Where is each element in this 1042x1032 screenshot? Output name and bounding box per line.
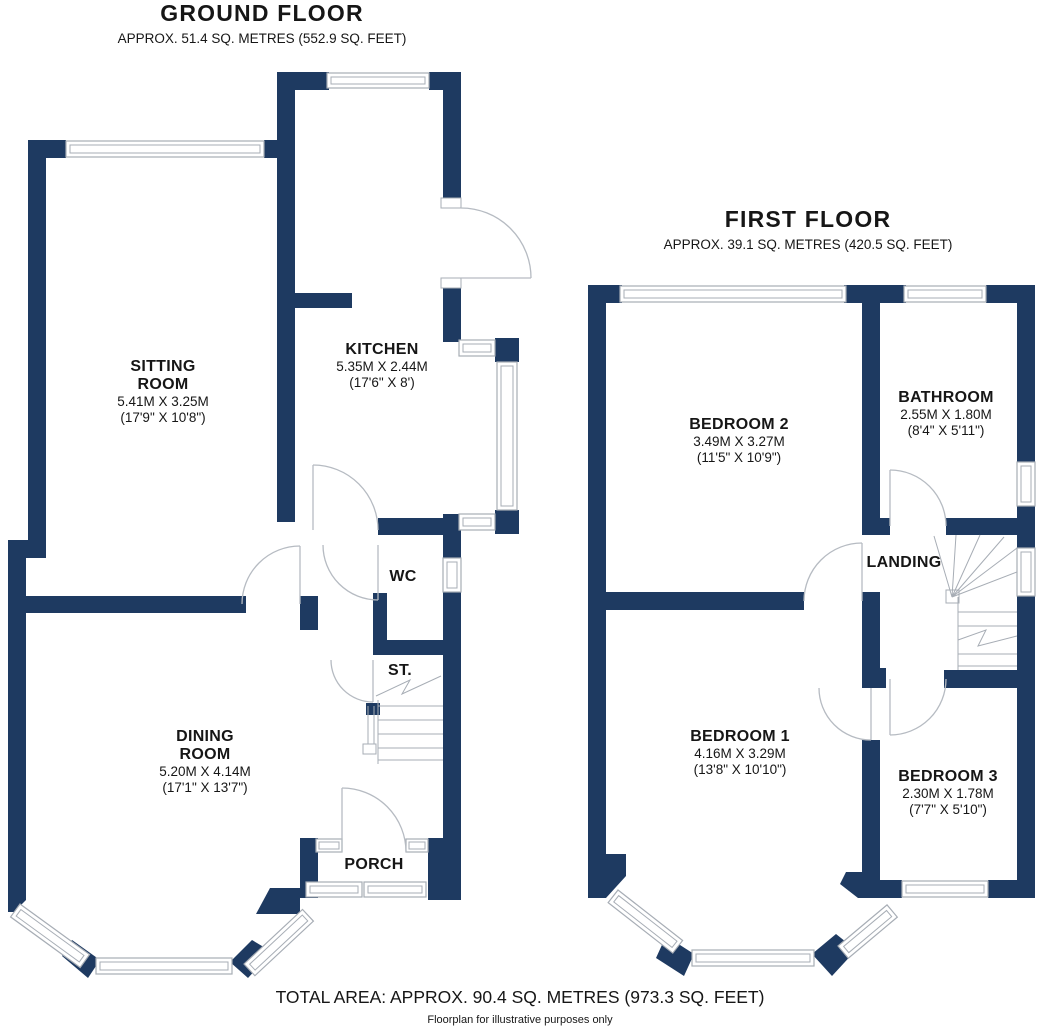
dining-room-label: DINING ROOM 5.20M X 4.14M (17'1" X 13'7"… <box>159 728 251 795</box>
bedroom-2-label: BEDROOM 2 3.49M X 3.27M (11'5" X 10'9") <box>689 416 789 465</box>
bedroom-1-label: BEDROOM 1 4.16M X 3.29M (13'8" X 10'10") <box>690 728 790 777</box>
sitting-room-label: SITTING ROOM 5.41M X 3.25M (17'9" X 10'8… <box>117 358 209 425</box>
stairs-ground <box>362 675 443 764</box>
door <box>312 464 379 531</box>
windows-layer <box>9 72 1036 977</box>
window <box>1016 547 1036 597</box>
kitchen-label: KITCHEN 5.35M X 2.44M (17'6" X 8') <box>336 341 428 390</box>
window <box>903 285 987 303</box>
window <box>65 140 265 158</box>
first-floor-title: FIRST FLOOR <box>724 206 892 232</box>
door <box>889 469 947 527</box>
front-door <box>341 787 407 853</box>
door <box>440 197 532 289</box>
ground-floor-header: GROUND FLOOR APPROX. 51.4 SQ. METRES (55… <box>118 0 407 46</box>
window <box>315 838 343 853</box>
window <box>619 285 847 303</box>
window <box>442 557 462 593</box>
ground-floor-subtitle: APPROX. 51.4 SQ. METRES (552.9 SQ. FEET) <box>117 31 407 46</box>
walls-layer <box>8 72 1035 978</box>
wc-label: WC <box>389 568 417 585</box>
window <box>405 838 429 853</box>
window <box>496 361 518 511</box>
bay-window <box>243 908 315 977</box>
bay-window <box>691 949 815 967</box>
first-floor-header: FIRST FLOOR APPROX. 39.1 SQ. METRES (420… <box>664 206 953 252</box>
door <box>818 687 872 741</box>
window <box>1016 461 1036 507</box>
window <box>305 881 363 898</box>
window <box>326 72 430 89</box>
porch-label: PORCH <box>344 856 404 873</box>
disclaimer-text: Floorplan for illustrative purposes only <box>427 1014 613 1026</box>
window <box>458 339 496 357</box>
bathroom-label: BATHROOM 2.55M X 1.80M (8'4" X 5'11") <box>898 389 994 438</box>
landing-label: LANDING <box>866 554 942 571</box>
bay-window <box>9 903 91 969</box>
doors-layer <box>241 197 947 853</box>
bay-window <box>837 904 899 960</box>
bedroom-3-label: BEDROOM 3 2.30M X 1.78M (7'7" X 5'10") <box>898 768 998 817</box>
door <box>330 659 374 703</box>
door <box>241 545 301 605</box>
storage-label: ST. <box>387 662 413 679</box>
first-floor-subtitle: APPROX. 39.1 SQ. METRES (420.5 SQ. FEET) <box>663 237 953 252</box>
door <box>889 678 947 736</box>
ground-floor-title: GROUND FLOOR <box>160 0 364 26</box>
window <box>363 881 427 898</box>
window <box>901 880 989 898</box>
bay-window <box>607 889 684 954</box>
window <box>458 513 496 531</box>
bay-window <box>95 957 233 975</box>
stairs-first <box>933 534 1018 670</box>
door <box>322 544 379 601</box>
total-area-text: TOTAL AREA: APPROX. 90.4 SQ. METRES (973… <box>275 987 765 1007</box>
door <box>803 542 863 602</box>
